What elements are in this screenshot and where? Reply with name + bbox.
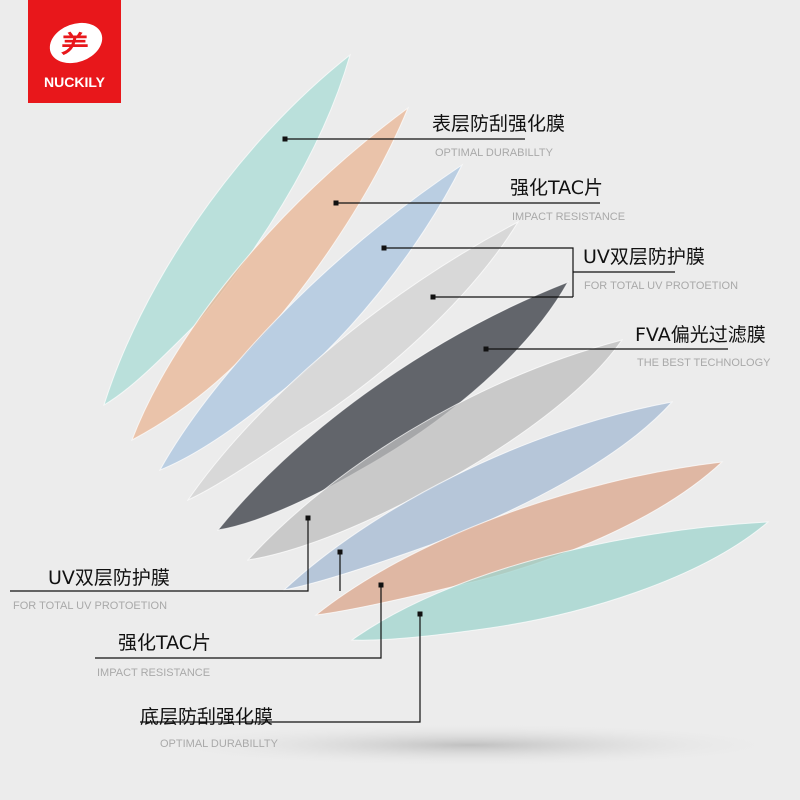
bottom-tac-layer: [314, 461, 724, 616]
label-bottom-tac: 强化TAC片: [118, 632, 212, 654]
sublabel-top-uv: FOR TOTAL UV PROTOETION: [584, 280, 739, 292]
top-uv-layer: [158, 163, 464, 471]
label-top-scratch-coating: 表层防刮强化膜: [432, 113, 566, 135]
leader-line: [384, 247, 574, 297]
label-top-uv: UV双层防护膜: [583, 246, 705, 268]
leader-dot: [417, 611, 423, 617]
sublabel-top-tac: IMPACT RESISTANCE: [512, 211, 626, 223]
top-uv-layer-2: [186, 220, 520, 502]
leader-dot: [430, 294, 436, 300]
leader-line: [140, 614, 421, 723]
leader-dot: [333, 200, 339, 206]
sublabel-bottom-uv: FOR TOTAL UV PROTOETION: [13, 600, 168, 612]
leader-dot: [381, 245, 387, 251]
brand-logo: ⺶ NUCKILY: [28, 0, 121, 103]
logo-mark: ⺶: [61, 30, 90, 63]
brand-name: NUCKILY: [44, 74, 105, 90]
leader-dot: [378, 582, 384, 588]
label-bottom-scratch-coating: 底层防刮强化膜: [140, 706, 274, 728]
leader-line: [10, 518, 309, 592]
sublabel-top-scratch-coating: OPTIMAL DURABILLTY: [435, 147, 553, 159]
sublabel-bottom-tac: IMPACT RESISTANCE: [97, 667, 211, 679]
leader-dot: [305, 515, 311, 521]
top-tac-layer: [131, 106, 410, 442]
sublabel-fva-polarizer: THE BEST TECHNOLOGY: [637, 357, 771, 369]
top-scratch-layer: [103, 53, 351, 407]
leader-dot: [483, 346, 489, 352]
leader-dot: [282, 136, 288, 142]
bottom-scratch-layer: [350, 521, 770, 641]
sublabel-bottom-scratch-coating: OPTIMAL DURABILLTY: [160, 738, 278, 750]
leader-line: [95, 585, 382, 659]
fva-polarizer-layer: [216, 281, 570, 531]
bottom-uv-layer: [246, 339, 624, 561]
label-top-tac: 强化TAC片: [510, 177, 604, 199]
label-fva-polarizer: FVA偏光过滤膜: [635, 324, 766, 346]
label-bottom-uv: UV双层防护膜: [48, 567, 170, 589]
leader-dot: [337, 549, 343, 555]
bottom-uv-layer-2: [282, 401, 674, 591]
floor-shadow: [150, 723, 790, 767]
